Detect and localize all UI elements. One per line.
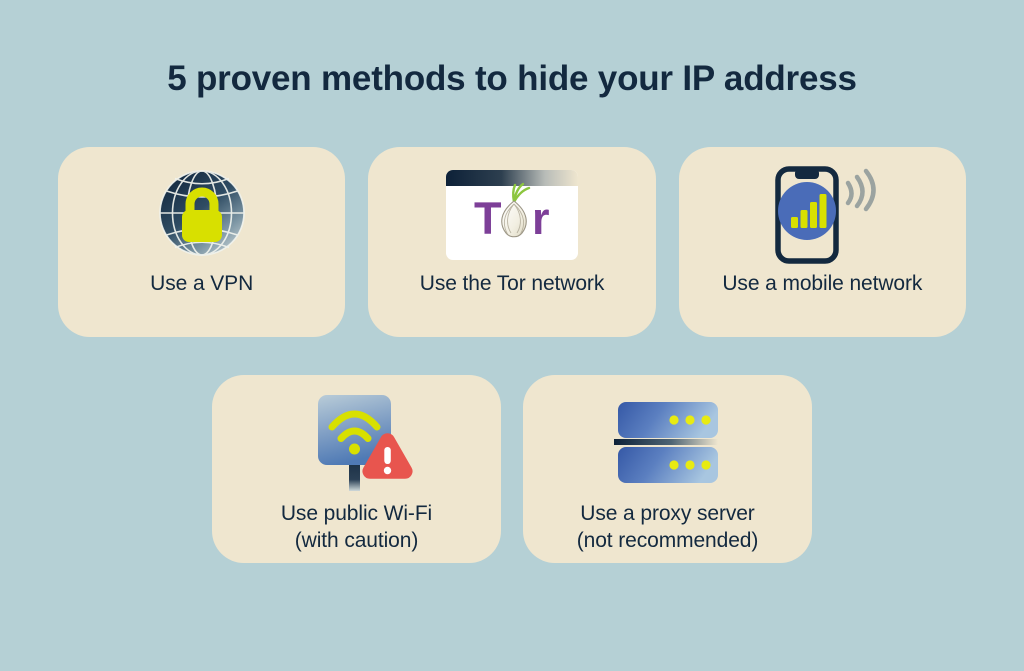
tor-logo-letter-t: T: [474, 193, 502, 244]
card-label: Use the Tor network: [419, 272, 605, 295]
signal-bars: [791, 194, 827, 228]
mobile-signal-icon: [679, 159, 966, 271]
padlock-shape: [181, 187, 222, 242]
card-row-1: Use a VPN: [58, 147, 966, 337]
proxy-server-icon: [523, 387, 812, 499]
server-leds-top: [668, 415, 711, 425]
card-label-line-1: Use public Wi-Fi: [280, 502, 433, 525]
wifi-arcs: [328, 410, 380, 455]
card-use-a-proxy-server[interactable]: Use a proxy server (not recommended): [523, 375, 812, 563]
card-label: Use a proxy server (not recommended): [567, 501, 769, 555]
server-leds-bottom: [668, 460, 711, 470]
onion-bulb: [501, 200, 527, 238]
tor-wordmark: T r: [474, 193, 550, 244]
card-label: Use a VPN: [150, 272, 254, 295]
wifi-sign-warning-icon: [212, 387, 501, 499]
tor-browser-icon: T r: [368, 159, 655, 271]
card-use-a-vpn[interactable]: Use a VPN: [58, 147, 346, 337]
card-label-line-2: (not recommended): [576, 528, 759, 552]
tor-logo-letter-r: r: [532, 193, 550, 244]
card-label: Use public Wi-Fi (with caution): [271, 501, 442, 555]
signal-waves: [846, 168, 877, 212]
card-use-a-mobile-network[interactable]: Use a mobile network: [678, 147, 966, 337]
card-label-line-2: (with caution): [294, 528, 419, 552]
server-unit-top: [617, 402, 718, 438]
phone-notch: [795, 171, 820, 179]
sign-post: [348, 453, 360, 491]
card-row-2: Use public Wi-Fi (with caution): [212, 375, 812, 563]
phone-outline: [775, 166, 840, 264]
card-use-the-tor-network[interactable]: T r: [368, 147, 656, 337]
page-title: 5 proven methods to hide your IP address: [167, 59, 857, 98]
server-unit-bottom: [617, 447, 718, 483]
warning-triangle-icon: [361, 433, 413, 479]
card-label-line-1: Use a proxy server: [580, 502, 755, 525]
card-use-public-wifi[interactable]: Use public Wi-Fi (with caution): [212, 375, 501, 563]
onion-sprout: [511, 182, 531, 204]
server-divider: [613, 439, 718, 445]
card-label: Use a mobile network: [722, 272, 923, 295]
globe-lock-icon: [58, 159, 345, 271]
